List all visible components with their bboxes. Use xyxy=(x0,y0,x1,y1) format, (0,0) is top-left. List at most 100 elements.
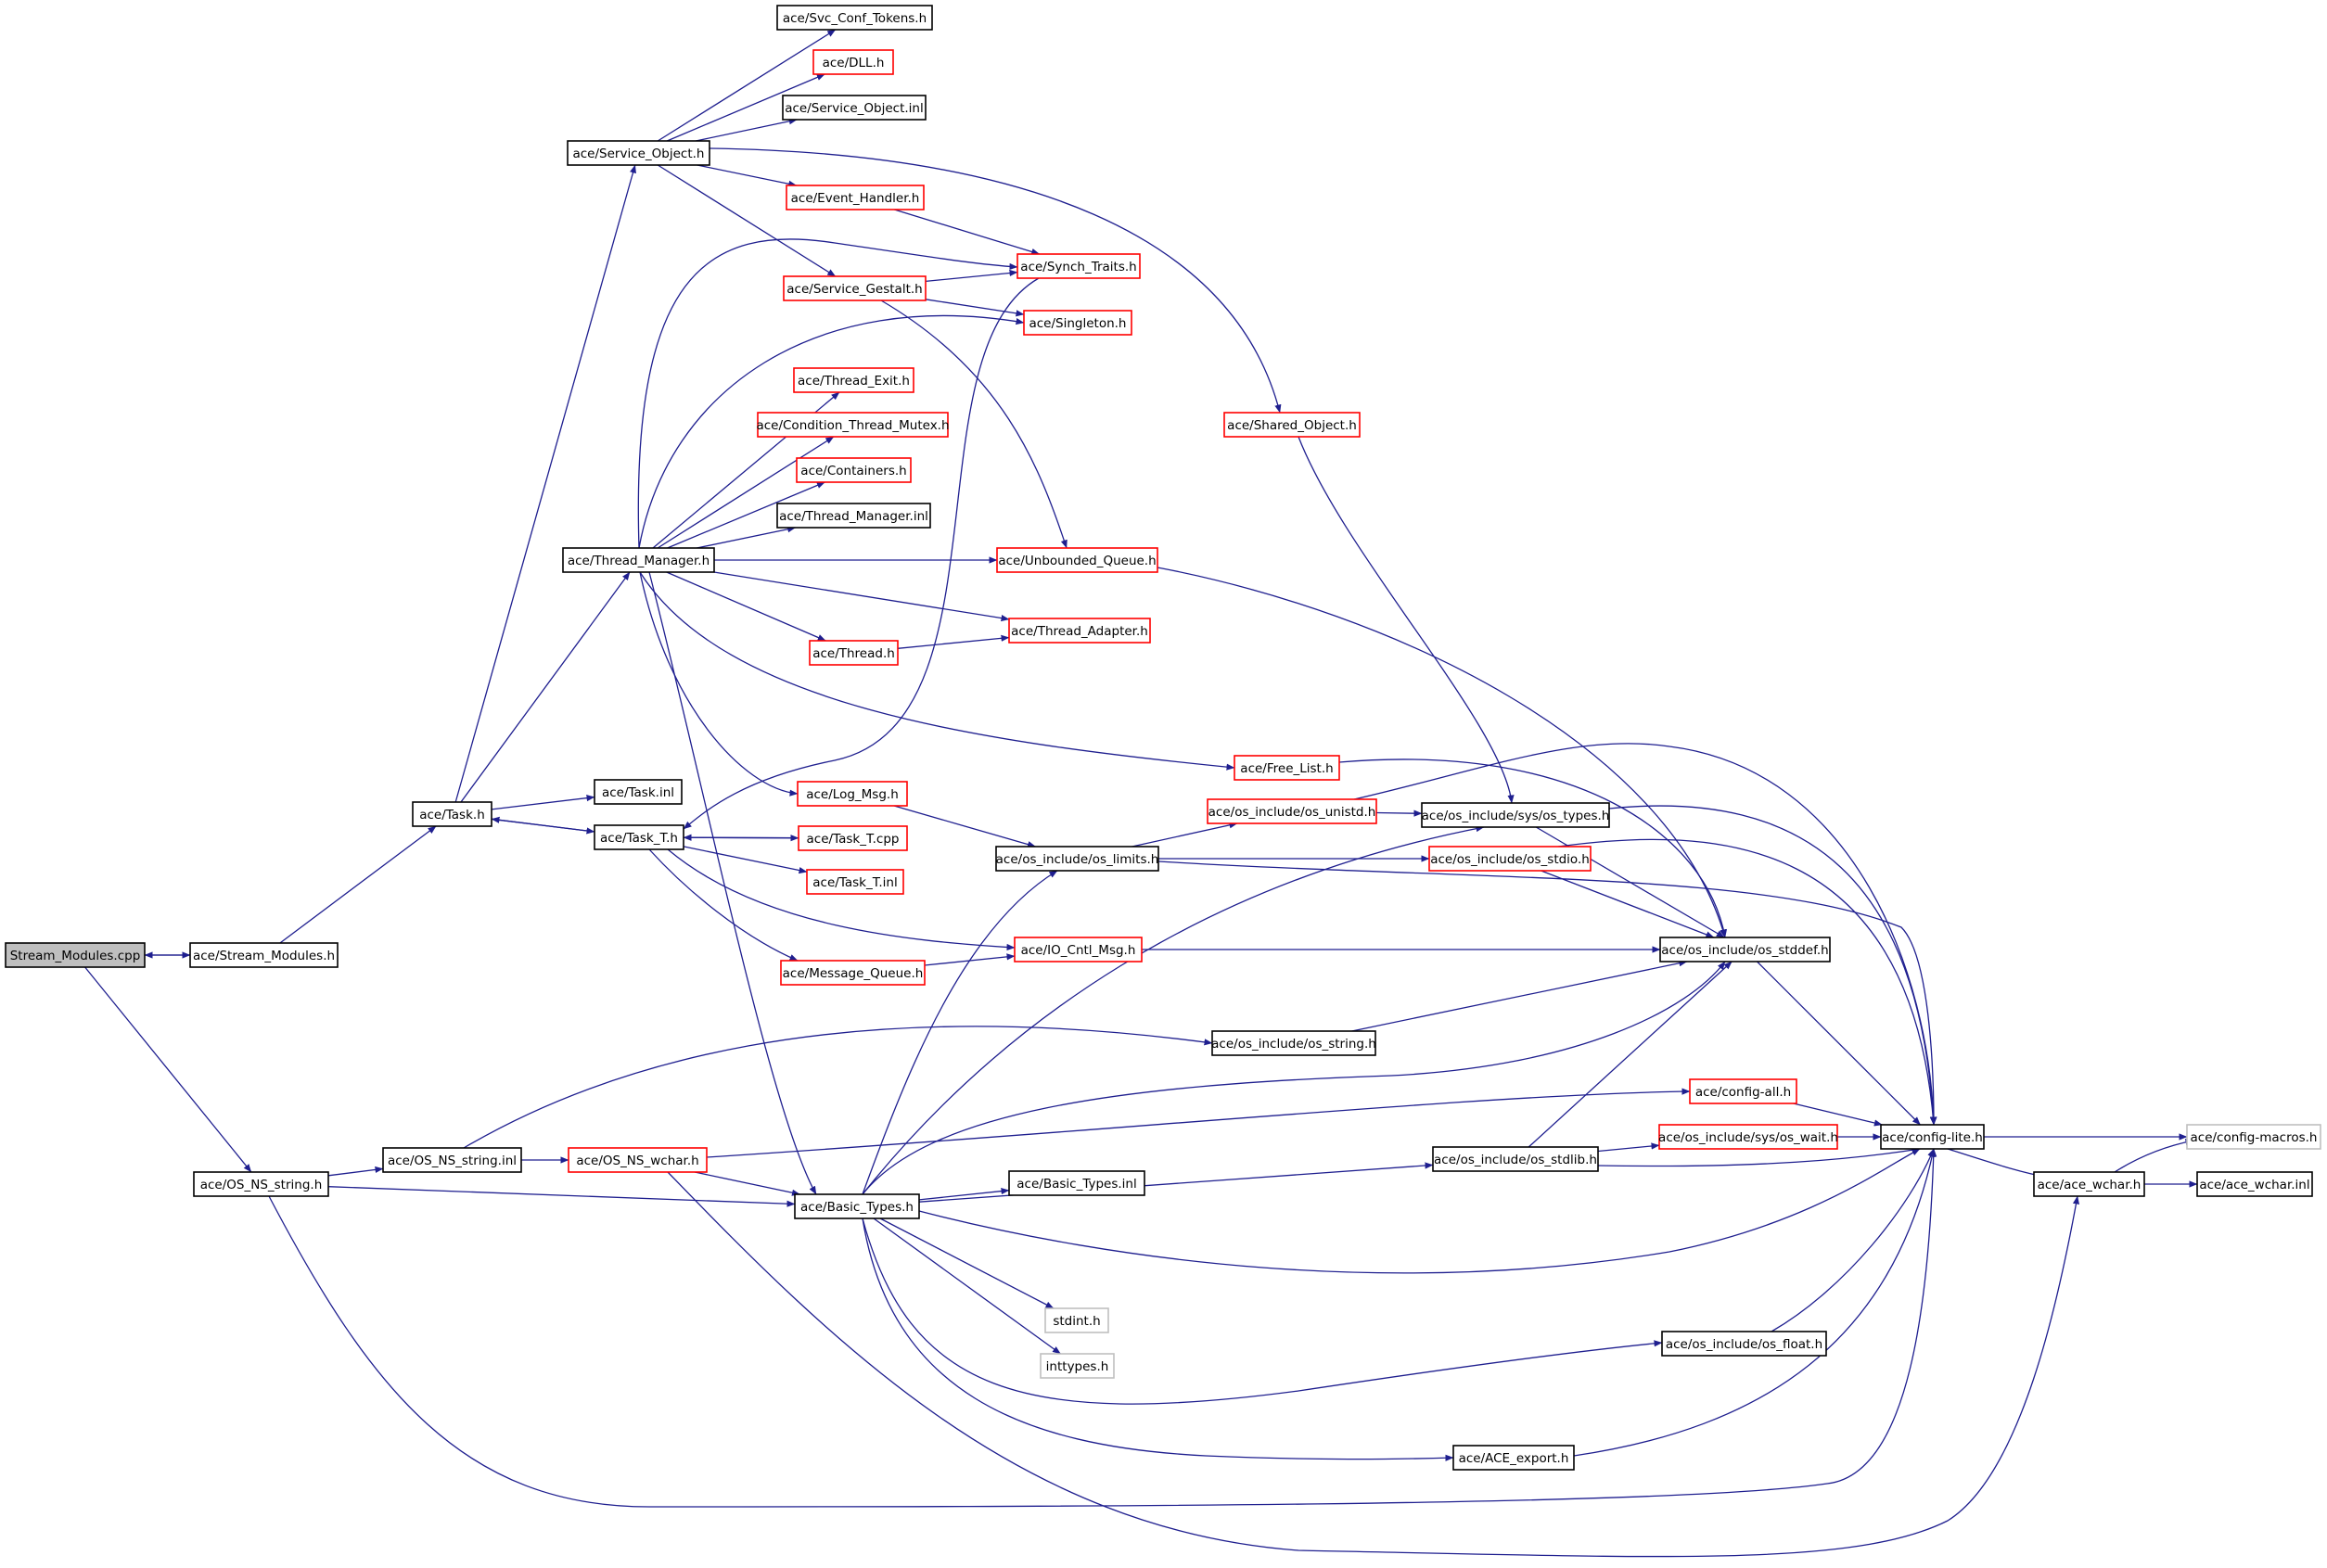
node-label: ace/config-lite.h xyxy=(1882,1130,1983,1145)
graph-node[interactable]: ace/os_include/os_stdlib.h xyxy=(1432,1146,1599,1172)
graph-node[interactable]: ace/Basic_Types.inl xyxy=(1008,1170,1145,1196)
node-label: ace/Task_T.h xyxy=(600,831,678,846)
graph-node[interactable]: ace/Unbounded_Queue.h xyxy=(996,547,1158,573)
graph-node[interactable]: ace/os_include/os_unistd.h xyxy=(1207,798,1377,824)
graph-node[interactable]: ace/config-all.h xyxy=(1689,1078,1797,1104)
graph-node[interactable]: ace/Service_Object.inl xyxy=(782,95,927,121)
graph-node[interactable]: ace/OS_NS_string.inl xyxy=(382,1147,522,1173)
node-label: ace/Thread_Manager.inl xyxy=(779,509,928,524)
node-label: ace/os_include/os_stdio.h xyxy=(1430,852,1590,867)
graph-node[interactable]: ace/config-macros.h xyxy=(2186,1124,2321,1150)
dependency-edge xyxy=(1528,961,1732,1148)
dependency-edge xyxy=(706,1088,1691,1158)
graph-node[interactable]: ace/os_include/os_stdio.h xyxy=(1428,846,1592,872)
node-box xyxy=(5,942,146,968)
graph-node[interactable]: ace/Svc_Conf_Tokens.h xyxy=(776,5,933,31)
graph-node[interactable]: ace/config-lite.h xyxy=(1880,1124,1985,1150)
graph-node[interactable]: ace/os_include/sys/os_wait.h xyxy=(1658,1124,1838,1150)
dependency-edge xyxy=(491,795,595,810)
graph-node[interactable]: ace/Task.inl xyxy=(594,779,683,805)
graph-node[interactable]: ace/Event_Handler.h xyxy=(786,185,925,210)
graph-node[interactable]: ace/Task_T.inl xyxy=(806,869,904,895)
graph-node[interactable]: ace/Shared_Object.h xyxy=(1223,412,1361,438)
graph-node[interactable]: ace/Thread.h xyxy=(809,640,899,666)
dependency-edge xyxy=(683,277,1040,830)
dependency-edge xyxy=(683,846,808,874)
graph-node[interactable]: ace/IO_Cntl_Msg.h xyxy=(1014,937,1143,962)
graph-node[interactable]: ace/Stream_Modules.h xyxy=(189,942,339,968)
graph-node[interactable]: ace/Singleton.h xyxy=(1023,310,1132,336)
dependency-edge xyxy=(463,1026,1213,1149)
graph-node[interactable]: ace/Thread_Manager.h xyxy=(562,547,715,573)
node-label: ace/Basic_Types.inl xyxy=(1016,1177,1136,1192)
node-box xyxy=(193,1171,329,1197)
graph-node[interactable]: ace/Log_Msg.h xyxy=(797,781,908,807)
dependency-edge xyxy=(1157,567,1727,938)
graph-node[interactable]: ace/ACE_export.h xyxy=(1452,1445,1575,1471)
graph-node[interactable]: ace/Thread_Adapter.h xyxy=(1008,618,1151,644)
node-box xyxy=(996,547,1158,573)
graph-node[interactable]: ace/os_include/os_float.h xyxy=(1661,1331,1827,1357)
node-box xyxy=(412,801,492,827)
dependency-edge xyxy=(918,1188,1010,1201)
node-box xyxy=(782,95,927,121)
node-box xyxy=(780,960,926,986)
dependency-edge xyxy=(694,1171,800,1196)
node-box xyxy=(1008,618,1151,644)
node-label: ace/Thread_Manager.h xyxy=(568,554,710,568)
node-box xyxy=(189,942,339,968)
dependency-edge xyxy=(1132,822,1238,848)
graph-node[interactable]: ace/Thread_Manager.inl xyxy=(776,503,931,529)
graph-node[interactable]: ace/Basic_Types.h xyxy=(794,1193,920,1219)
graph-node[interactable]: ace/Task.h xyxy=(412,801,492,827)
node-box xyxy=(2196,1171,2313,1197)
dependency-edge xyxy=(862,1217,1454,1461)
node-box xyxy=(568,1147,708,1173)
node-label: ace/os_include/os_limits.h xyxy=(996,852,1159,867)
graph-node[interactable]: ace/os_include/os_limits.h xyxy=(995,846,1159,872)
graph-node[interactable]: ace/Task_T.cpp xyxy=(798,825,908,851)
graph-node[interactable]: stdint.h xyxy=(1044,1307,1109,1333)
graph-node[interactable]: ace/OS_NS_wchar.h xyxy=(568,1147,708,1173)
graph-node[interactable]: inttypes.h xyxy=(1040,1353,1115,1379)
dependency-edge xyxy=(1375,809,1423,817)
node-box xyxy=(1207,798,1377,824)
graph-node[interactable]: ace/os_include/os_stddef.h xyxy=(1659,937,1831,962)
graph-node[interactable]: ace/ace_wchar.h xyxy=(2033,1171,2145,1197)
dependency-edge xyxy=(657,29,837,142)
node-box xyxy=(1661,1331,1827,1357)
graph-node[interactable]: ace/Task_T.h xyxy=(594,824,684,850)
graph-node[interactable]: ace/Message_Queue.h xyxy=(780,960,926,986)
node-box xyxy=(783,275,927,301)
graph-node[interactable]: Stream_Modules.cpp xyxy=(5,942,146,968)
dependency-edge xyxy=(657,164,837,277)
node-label: ace/config-macros.h xyxy=(2191,1130,2318,1145)
node-label: ace/ACE_export.h xyxy=(1459,1451,1569,1466)
node-label: ace/Task_T.cpp xyxy=(807,832,900,847)
graph-node[interactable]: ace/Free_List.h xyxy=(1234,755,1340,781)
node-box xyxy=(567,140,710,166)
node-label: ace/Singleton.h xyxy=(1029,316,1126,331)
node-box xyxy=(594,824,684,850)
graph-node[interactable]: ace/Containers.h xyxy=(796,457,912,483)
graph-node[interactable]: ace/OS_NS_string.h xyxy=(193,1171,329,1197)
dependency-edge xyxy=(327,1186,796,1207)
graph-node[interactable]: ace/Thread_Exit.h xyxy=(793,367,914,393)
node-label: ace/Thread.h xyxy=(812,646,895,661)
graph-node[interactable]: ace/Service_Object.h xyxy=(567,140,710,166)
dependency-edge xyxy=(667,848,1016,951)
node-label: ace/os_include/os_float.h xyxy=(1666,1337,1822,1352)
dependency-edge xyxy=(862,1217,1663,1405)
graph-node[interactable]: ace/os_include/sys/os_types.h xyxy=(1421,802,1610,828)
dependency-edge xyxy=(893,805,1036,848)
node-box xyxy=(806,869,904,895)
graph-node[interactable]: ace/DLL.h xyxy=(812,49,894,75)
graph-node[interactable]: ace/Condition_Thread_Mutex.h xyxy=(756,412,950,438)
dependency-edge xyxy=(879,1217,1055,1309)
graph-node[interactable]: ace/Synch_Traits.h xyxy=(1016,253,1141,279)
graph-node[interactable]: ace/Service_Gestalt.h xyxy=(783,275,927,301)
node-label: ace/Basic_Types.h xyxy=(800,1200,914,1215)
graph-node[interactable]: ace/os_include/os_string.h xyxy=(1211,1030,1376,1056)
graph-node[interactable]: ace/ace_wchar.inl xyxy=(2196,1171,2313,1197)
dependency-edge xyxy=(1338,759,1728,938)
